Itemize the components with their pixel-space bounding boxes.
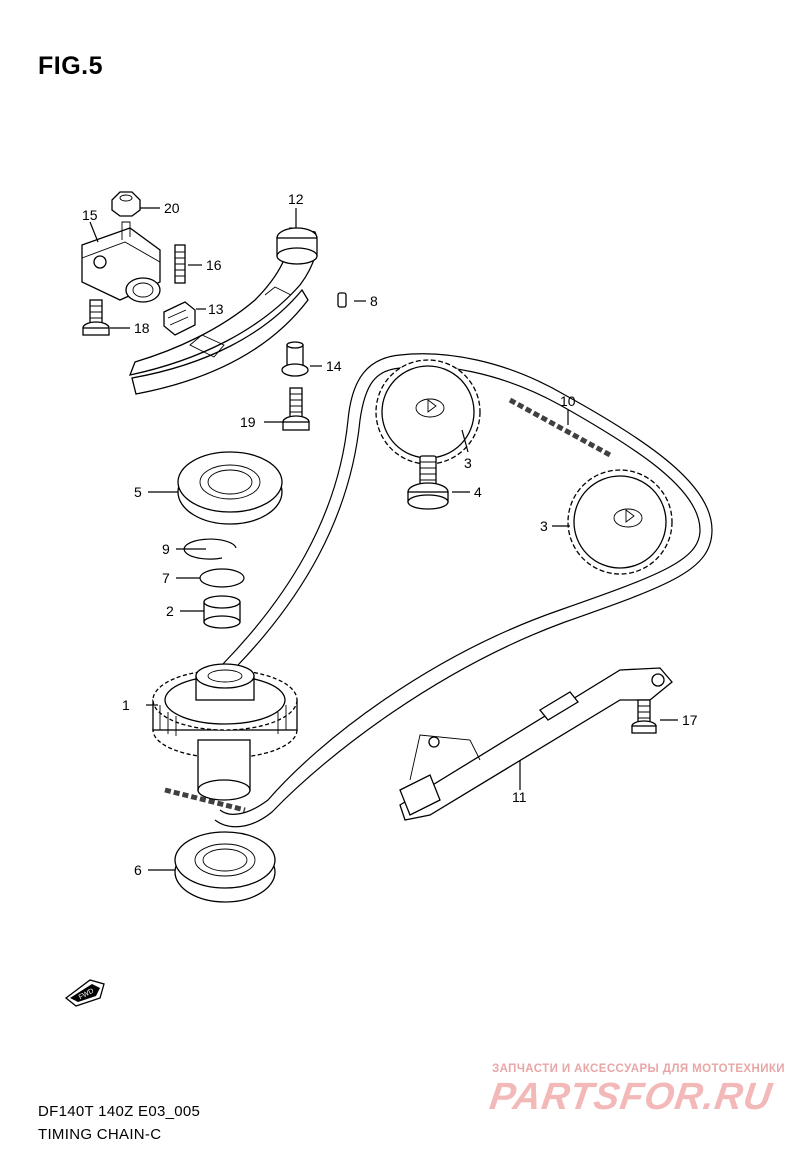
o-ring bbox=[199, 568, 245, 588]
tensioner-adjuster bbox=[163, 301, 196, 336]
callout-16: 16 bbox=[206, 257, 222, 273]
fwd-arrow: FWD bbox=[64, 979, 105, 1007]
tensioner-stud bbox=[174, 244, 186, 284]
callout-19: 19 bbox=[240, 414, 256, 430]
callout-15: 15 bbox=[82, 207, 98, 223]
callout-3-upper: 3 bbox=[464, 455, 472, 471]
callout-1: 1 bbox=[122, 697, 130, 713]
sprocket-bolt bbox=[407, 455, 449, 510]
model-code: DF140T 140Z E03_005 bbox=[38, 1103, 201, 1120]
leader-lines bbox=[89, 207, 678, 871]
callout-10: 10 bbox=[560, 393, 576, 409]
crankshaft-gear bbox=[152, 663, 298, 801]
chain-guide bbox=[128, 227, 318, 395]
camshaft-sprocket-lower bbox=[567, 469, 673, 575]
circlip bbox=[183, 538, 237, 560]
dowel-pin bbox=[337, 292, 347, 308]
callout-13: 13 bbox=[208, 301, 224, 317]
callout-4: 4 bbox=[474, 484, 482, 500]
callout-2: 2 bbox=[166, 603, 174, 619]
callout-3-lower: 3 bbox=[540, 518, 548, 534]
figure-title: FIG.5 bbox=[38, 52, 104, 80]
guide-bolt bbox=[282, 387, 310, 431]
diagram-name: TIMING CHAIN-C bbox=[38, 1126, 162, 1143]
tensioner-nut bbox=[111, 191, 141, 217]
callout-8: 8 bbox=[370, 293, 378, 309]
spacer-bushing bbox=[203, 595, 241, 629]
chain-tensioner bbox=[81, 221, 161, 303]
callout-9: 9 bbox=[162, 541, 170, 557]
chain-guide-lower bbox=[399, 667, 673, 821]
callout-18: 18 bbox=[134, 320, 150, 336]
watermark-logo: PARTSFOR.RU bbox=[487, 1076, 775, 1118]
callout-20: 20 bbox=[164, 200, 180, 216]
upper-bearing bbox=[177, 451, 283, 525]
callout-5: 5 bbox=[134, 484, 142, 500]
camshaft-sprocket-upper bbox=[375, 359, 481, 465]
watermark-caption: ЗАПЧАСТИ И АКСЕССУАРЫ ДЛЯ МОТОТЕХНИКИ bbox=[492, 1063, 785, 1075]
callout-6: 6 bbox=[134, 862, 142, 878]
callout-14: 14 bbox=[326, 358, 342, 374]
guide-bolt-lower bbox=[631, 699, 657, 734]
tensioner-bolt bbox=[82, 299, 110, 336]
timing-chain bbox=[164, 353, 713, 828]
callout-12: 12 bbox=[288, 191, 304, 207]
callout-11: 11 bbox=[512, 789, 527, 805]
guide-collar bbox=[281, 341, 309, 377]
callout-17: 17 bbox=[682, 712, 698, 728]
callout-7: 7 bbox=[162, 570, 170, 586]
lower-bearing bbox=[174, 831, 276, 903]
